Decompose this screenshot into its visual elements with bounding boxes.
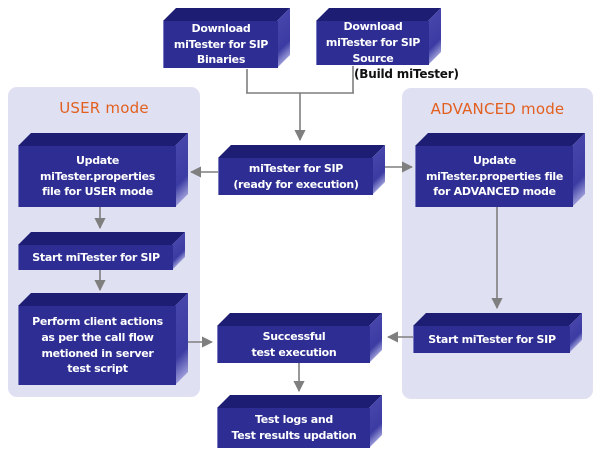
node-download-source: Download miTester for SIP Source	[316, 8, 441, 65]
node-perform-actions: Perform client actions as per the call f…	[18, 293, 188, 385]
node-download-source-label: Download miTester for SIP Source	[316, 20, 429, 65]
box-side-face	[175, 293, 188, 385]
node-mitester-ready-label: miTester for SIP (ready for execution)	[218, 158, 373, 195]
node-start-user-label: Start miTester for SIP	[18, 245, 173, 270]
user-mode-title: USER mode	[59, 99, 149, 117]
box-top-face	[18, 232, 185, 245]
build-note: (Build miTester)	[354, 67, 459, 81]
box-top-face	[415, 133, 585, 146]
node-update-advanced-label: Update miTester.properties file for ADVA…	[415, 146, 573, 207]
box-top-face	[413, 313, 582, 326]
node-successful-execution: Successful test execution	[217, 313, 382, 363]
node-test-logs-label: Test logs and Test results updation	[217, 408, 370, 448]
node-update-advanced: Update miTester.properties file for ADVA…	[415, 133, 585, 207]
node-update-user: Update miTester.properties file for USER…	[18, 133, 188, 207]
node-start-user: Start miTester for SIP	[18, 232, 185, 270]
node-download-binaries: Download miTester for SIP Binaries	[163, 8, 290, 68]
box-top-face	[218, 145, 385, 158]
box-top-face	[217, 313, 382, 326]
box-top-face	[217, 395, 382, 408]
node-update-user-label: Update miTester.properties file for USER…	[18, 146, 176, 207]
node-test-logs: Test logs and Test results updation	[217, 395, 382, 448]
box-side-face	[175, 133, 188, 207]
node-download-binaries-label: Download miTester for SIP Binaries	[163, 21, 278, 68]
node-perform-actions-label: Perform client actions as per the call f…	[18, 306, 176, 385]
box-top-face	[18, 133, 188, 146]
node-mitester-ready: miTester for SIP (ready for execution)	[218, 145, 385, 195]
node-start-advanced-label: Start miTester for SIP	[413, 326, 570, 353]
box-side-face	[572, 133, 585, 207]
advanced-mode-title: ADVANCED mode	[430, 100, 565, 118]
node-start-advanced: Start miTester for SIP	[413, 313, 582, 353]
box-top-face	[18, 293, 188, 306]
node-successful-execution-label: Successful test execution	[217, 326, 370, 363]
box-top-face	[163, 8, 290, 21]
